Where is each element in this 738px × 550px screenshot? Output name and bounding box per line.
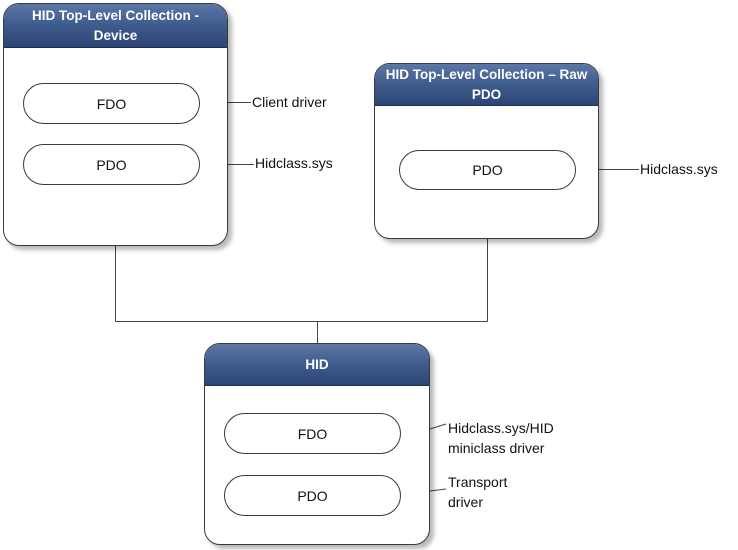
- collection-device-header: HID Top-Level Collection - Device: [4, 4, 227, 48]
- raw-pdo-annotation: Hidclass.sys: [640, 161, 718, 177]
- device-fdo-label: FDO: [96, 95, 127, 112]
- hid-pdo-annotation: Transport driver: [448, 472, 507, 512]
- collection-device-box: HID Top-Level Collection - Device: [3, 3, 228, 246]
- hid-title: HID: [305, 356, 329, 372]
- collection-device-title-line1: HID Top-Level Collection -: [31, 7, 199, 23]
- hid-pdo-annotation-line2: driver: [448, 494, 484, 510]
- hid-fdo-annotation-line1: Hidclass.sys/HID: [448, 420, 554, 436]
- device-pdo-node: PDO: [23, 144, 200, 185]
- device-pdo-annotation: Hidclass.sys: [255, 155, 333, 171]
- collection-raw-title-line1: HID Top-Level Collection – Raw: [385, 66, 588, 82]
- hid-fdo-node: FDO: [224, 413, 401, 454]
- hid-pdo-label: PDO: [297, 487, 328, 504]
- collection-device-title-line2: Device: [93, 27, 138, 43]
- device-pdo-label: PDO: [96, 156, 127, 173]
- collection-raw-header: HID Top-Level Collection – Raw PDO: [375, 64, 598, 106]
- device-fdo-annotation: Client driver: [252, 94, 327, 110]
- raw-pdo-label: PDO: [472, 162, 503, 178]
- raw-pdo-node: PDO: [399, 150, 576, 190]
- hid-pdo-node: PDO: [224, 475, 401, 516]
- hid-pdo-annotation-line1: Transport: [448, 474, 508, 490]
- hid-fdo-annotation: Hidclass.sys/HID miniclass driver: [448, 418, 554, 458]
- hid-header: HID: [205, 344, 429, 386]
- hid-fdo-label: FDO: [297, 425, 328, 442]
- collection-raw-title-line2: PDO: [471, 86, 502, 102]
- device-fdo-node: FDO: [23, 83, 200, 124]
- hid-fdo-annotation-line2: miniclass driver: [448, 440, 545, 456]
